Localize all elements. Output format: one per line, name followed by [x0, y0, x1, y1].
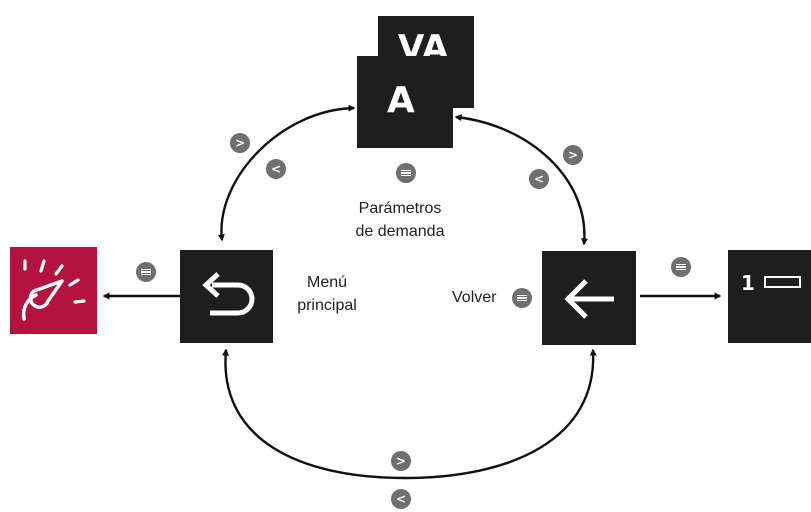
menu-button-back[interactable]	[512, 288, 532, 308]
menu-label-line2: principal	[297, 297, 357, 314]
prev-button-bottom[interactable]: <	[391, 489, 411, 509]
menu-label-line1: Menú	[306, 274, 348, 291]
arc-menu-demand	[217, 104, 356, 242]
prev-button-top-right[interactable]: <	[529, 169, 549, 189]
a-label: A	[387, 80, 415, 121]
main-menu-screen[interactable]	[180, 250, 273, 343]
demand-label-line2: de demanda	[355, 223, 445, 240]
arc-menu-back	[222, 348, 597, 480]
prev-button-top-left[interactable]: <	[266, 159, 286, 179]
arc-demand-back	[454, 114, 589, 246]
gauge-app-icon[interactable]	[10, 247, 97, 334]
menu-button-screen[interactable]	[671, 257, 691, 277]
next-button-top-left[interactable]: >	[230, 133, 250, 153]
menu-button-main[interactable]	[136, 262, 156, 282]
back-label: Volver	[452, 289, 497, 306]
main-menu-label: Menú principal	[284, 273, 370, 316]
phase-number: 1	[741, 271, 755, 295]
return-arrow-icon	[202, 272, 255, 316]
next-button-top-right[interactable]: >	[563, 145, 583, 165]
demand-parameters-label: Parámetros de demanda	[330, 199, 470, 242]
next-button-bottom[interactable]: >	[391, 451, 411, 471]
back-screen[interactable]	[542, 251, 636, 345]
menu-button-demand[interactable]	[396, 163, 416, 183]
a-screen[interactable]: A	[357, 56, 453, 148]
gauge-icon	[21, 259, 86, 321]
phase-screen[interactable]: 1	[728, 250, 811, 343]
left-arrow-icon	[564, 279, 614, 319]
battery-icon	[764, 276, 801, 288]
demand-label-line1: Parámetros	[358, 200, 442, 217]
